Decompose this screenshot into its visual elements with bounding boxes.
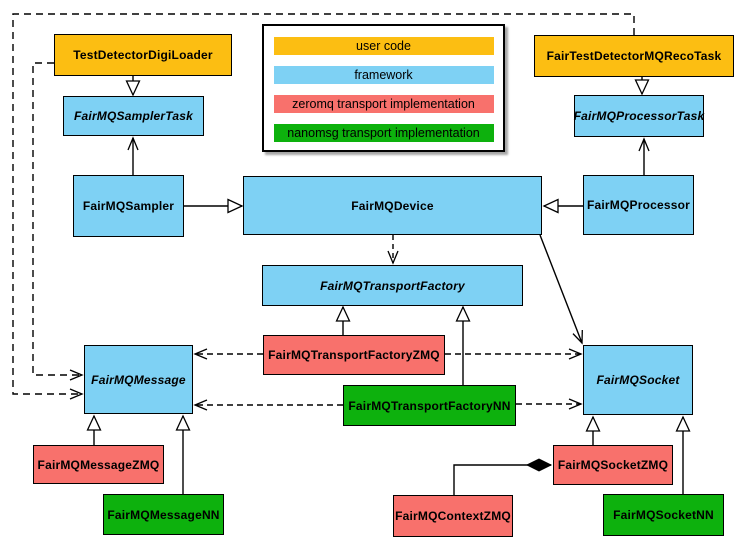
edge-composition-contextzmq-socketzmq xyxy=(453,465,551,495)
node-fairmqsampler: FairMQSampler xyxy=(73,175,184,237)
node-fairmqmessagezmq: FairMQMessageZMQ xyxy=(33,445,164,484)
node-fairmqmessage: FairMQMessage xyxy=(84,345,193,414)
node-fairtestdetectormqrecotask: FairTestDetectorMQRecoTask xyxy=(534,35,734,77)
legend-item-framework: framework xyxy=(273,66,494,84)
legend: user code framework zeromq transport imp… xyxy=(262,24,505,152)
node-fairmqprocessortask: FairMQProcessorTask xyxy=(574,95,704,137)
node-fairmqprocessor: FairMQProcessor xyxy=(583,175,694,235)
node-fairmqsocket: FairMQSocket xyxy=(583,345,693,415)
node-fairmqtransportfactoryzmq: FairMQTransportFactoryZMQ xyxy=(263,335,445,375)
node-testdetectordigiloader: TestDetectorDigiLoader xyxy=(54,34,232,76)
edge-dependency-recotask-message xyxy=(12,13,635,400)
node-fairmqsocketzmq: FairMQSocketZMQ xyxy=(553,445,673,485)
node-fairmqsocketnn: FairMQSocketNN xyxy=(603,494,724,536)
legend-item-zeromq: zeromq transport implementation xyxy=(273,95,494,113)
legend-item-user-code: user code xyxy=(273,37,494,55)
node-fairmqmessagenn: FairMQMessageNN xyxy=(103,494,224,535)
node-fairmqtransportfactorynn: FairMQTransportFactoryNN xyxy=(343,385,516,426)
node-fairmqdevice: FairMQDevice xyxy=(243,176,542,235)
legend-item-nanomsg: nanomsg transport implementation xyxy=(273,124,494,142)
node-fairmqsamplertask: FairMQSamplerTask xyxy=(63,96,204,136)
edge-association-device-socket xyxy=(539,234,583,345)
node-fairmqtransportfactory: FairMQTransportFactory xyxy=(262,265,523,306)
node-fairmqcontextzmq: FairMQContextZMQ xyxy=(393,495,513,537)
